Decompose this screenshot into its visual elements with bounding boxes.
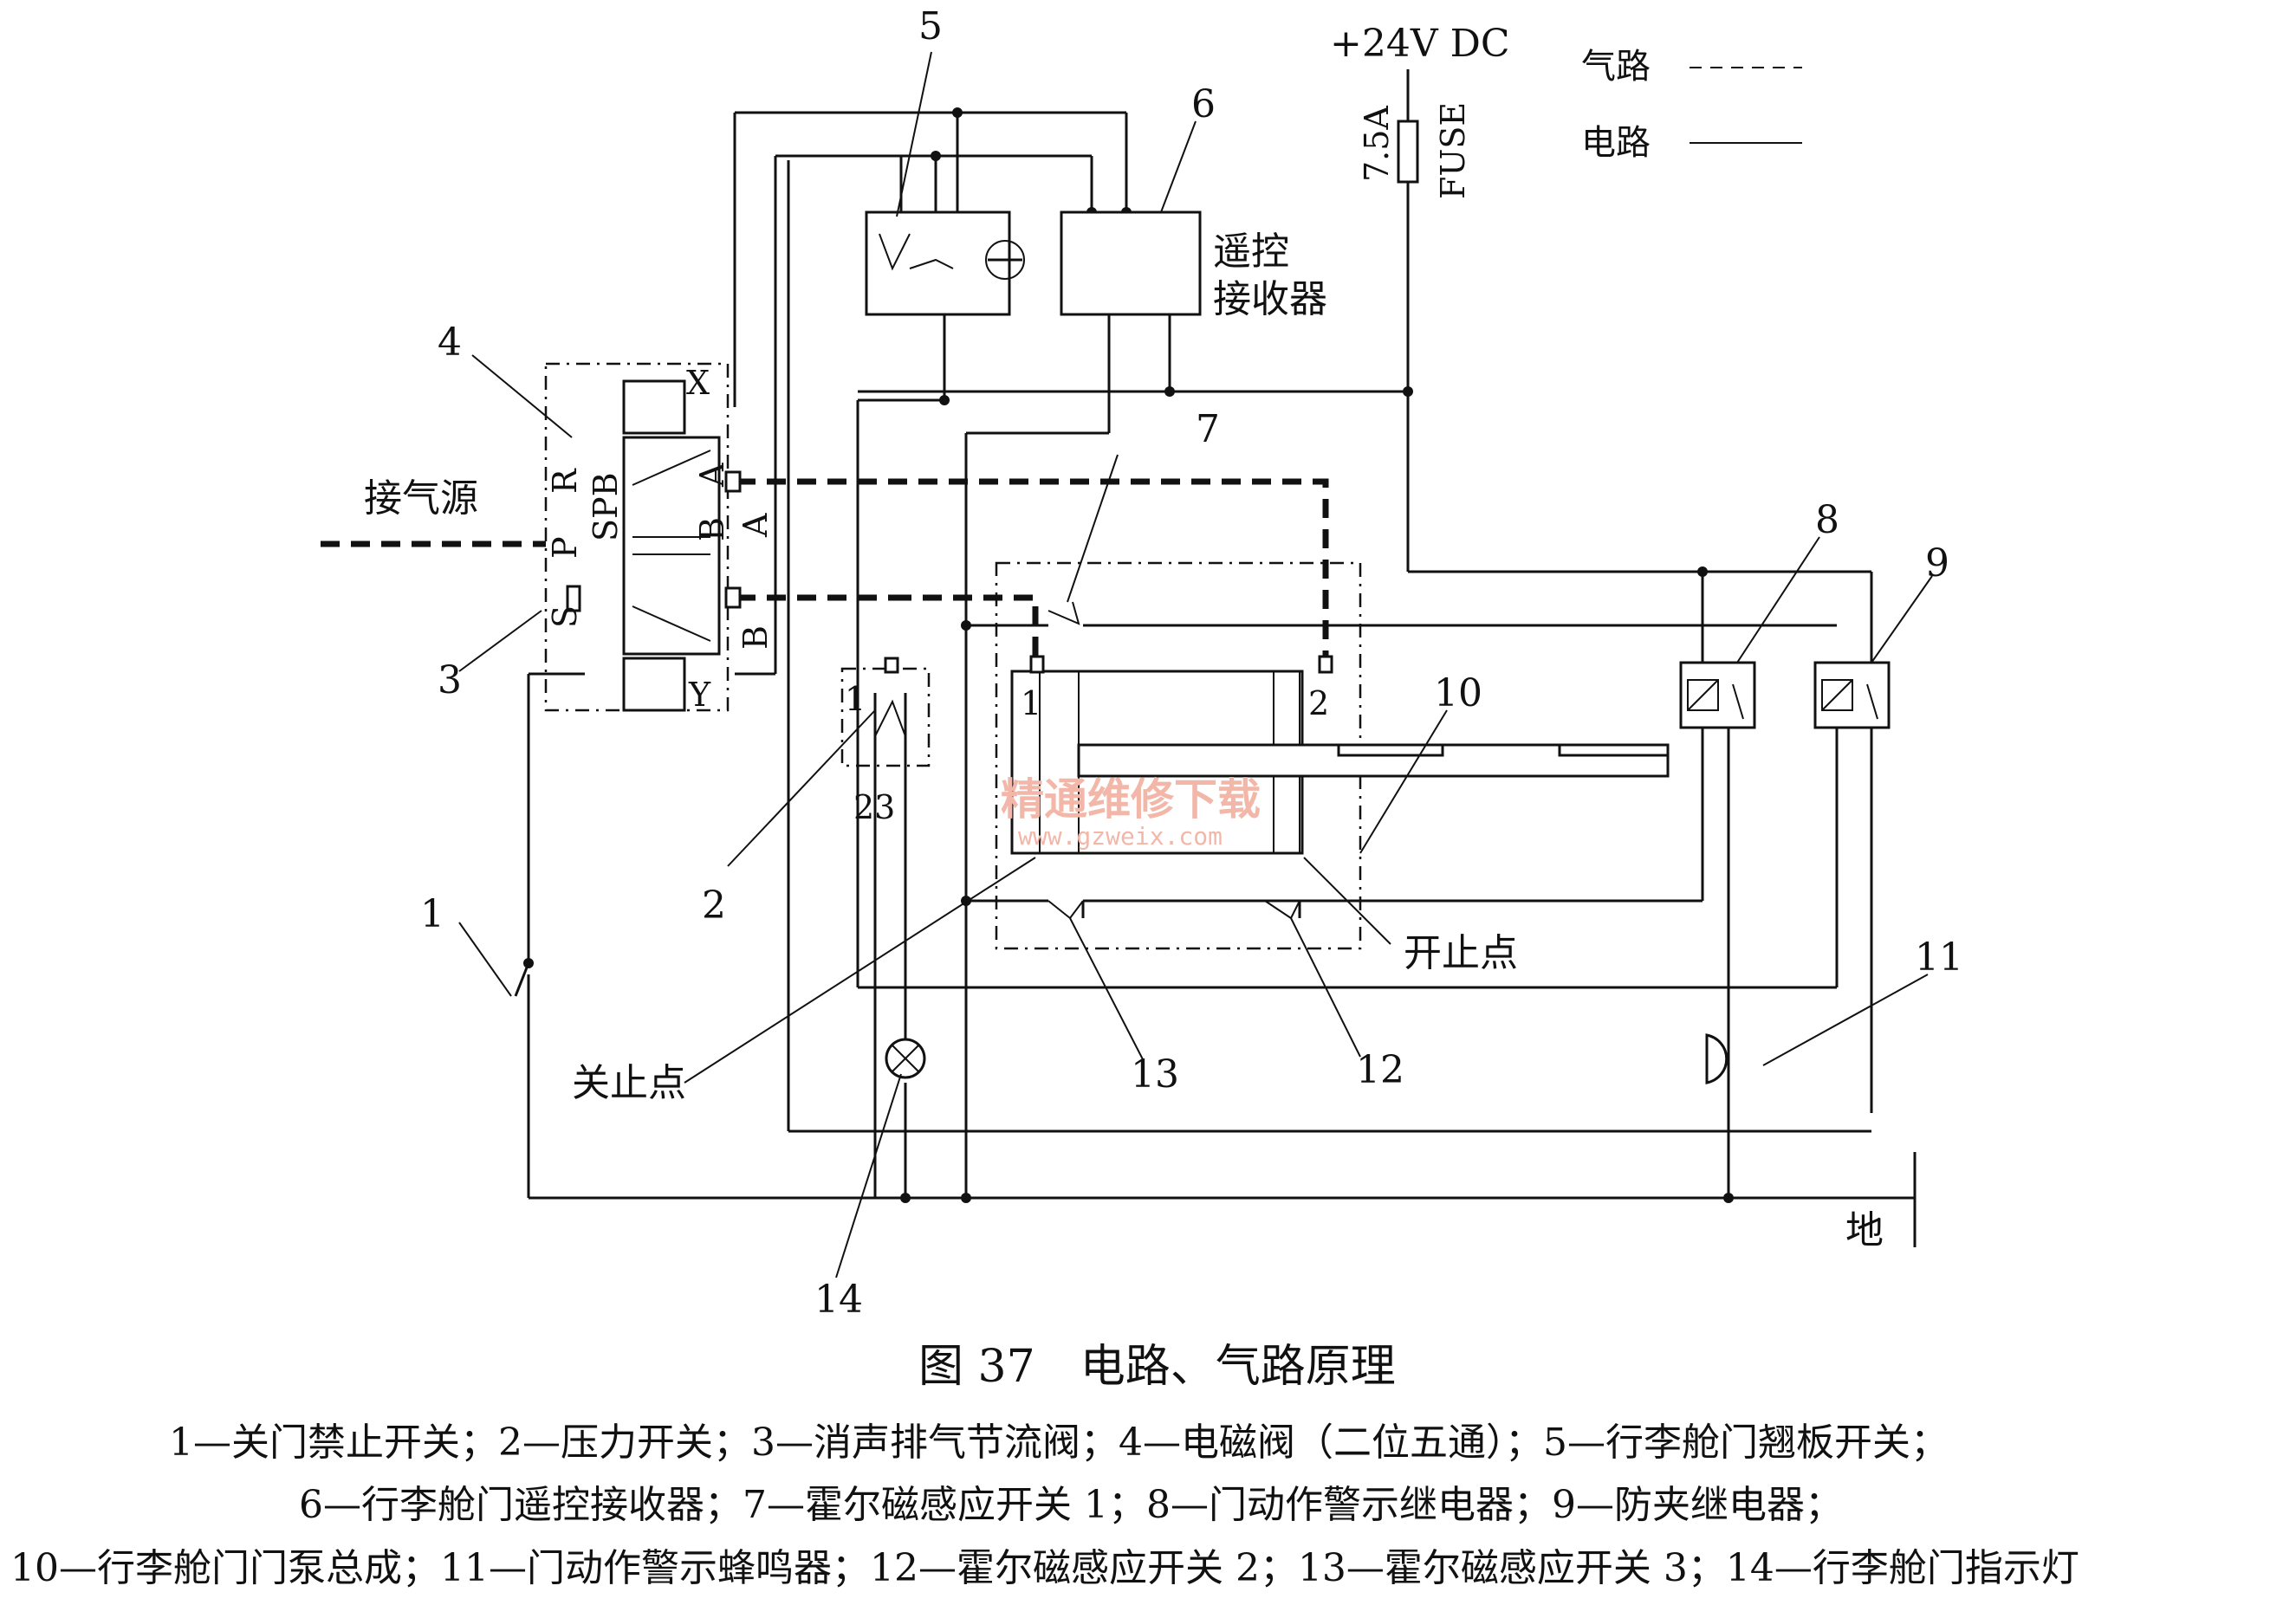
- callout-12: 12: [1356, 1048, 1404, 1092]
- watermark: 精通维修下载 www.gzweix.com: [1001, 773, 1261, 851]
- fuse-rating-label: 7.5A: [1358, 106, 1396, 182]
- valve-s-label: S: [546, 605, 584, 628]
- callout-10: 10: [1434, 671, 1482, 715]
- indicator-lamp-14: [885, 1038, 926, 1079]
- door-pump-cylinder-10: [995, 561, 1670, 950]
- remote-receiver-6: [1060, 210, 1202, 316]
- rocker-switch-5: [865, 210, 1025, 316]
- open-stop-label: 开止点: [1404, 931, 1518, 975]
- pressure-port-23-label: 23: [853, 788, 895, 826]
- port-a-outer-label: A: [736, 513, 775, 538]
- cyl-port-1-label: 1: [1021, 684, 1041, 722]
- figure-title: 图 37 电路、气路原理: [918, 1341, 1396, 1393]
- receiver-label-2: 接收器: [1213, 277, 1327, 321]
- valve-spb-label: SPB: [587, 472, 625, 541]
- buzzer-11: [1705, 1033, 1728, 1084]
- close-stop-label: 关止点: [572, 1061, 686, 1105]
- ground-label: 地: [1845, 1208, 1884, 1252]
- pressure-port-1-label: 1: [845, 680, 866, 718]
- port-b-inner-label: B: [693, 517, 731, 541]
- callout-8: 8: [1815, 498, 1839, 542]
- port-b-outer-label: B: [736, 625, 775, 650]
- legend-elec-label: 电路: [1581, 123, 1651, 163]
- valve-x-label: X: [686, 364, 710, 402]
- fuse: [1397, 120, 1419, 184]
- valve-y-label: Y: [688, 676, 711, 714]
- port-a-inner-label: A: [693, 463, 731, 488]
- fuse-label: FUSE: [1434, 102, 1472, 199]
- callout-7: 7: [1196, 407, 1220, 451]
- caption: 图 37 电路、气路原理 1—关门禁止开关；2—压力开关；3—消声排气节流阀；4…: [10, 1341, 2079, 1590]
- callout-4: 4: [438, 320, 462, 365]
- callout-11: 11: [1915, 935, 1963, 980]
- valve-r-label: R: [546, 468, 584, 494]
- relay-9: [1813, 661, 1891, 729]
- watermark-url: www.gzweix.com: [1018, 822, 1223, 851]
- callout-6: 6: [1191, 82, 1216, 126]
- callout-2: 2: [702, 883, 726, 928]
- callout-13: 13: [1131, 1052, 1179, 1097]
- callout-1: 1: [420, 892, 444, 936]
- callout-9: 9: [1925, 541, 1949, 586]
- solenoid-valve-4: [544, 362, 742, 712]
- cyl-port-2-label: 2: [1308, 684, 1329, 722]
- hall-switch-7: [1047, 601, 1080, 625]
- callout-3: 3: [438, 658, 462, 702]
- legend-air-label: 气路: [1581, 47, 1651, 87]
- power-label: +24V DC: [1330, 22, 1510, 66]
- air-source-label: 接气源: [364, 476, 478, 521]
- watermark-cn: 精通维修下载: [1001, 773, 1261, 825]
- callout-leaders: [458, 51, 1933, 1278]
- door-prohibit-switch-1: [514, 962, 530, 997]
- relay-8: [1679, 661, 1756, 729]
- pneumatic-lines: [321, 478, 1329, 658]
- pressure-switch-2: [840, 657, 931, 767]
- callout-numbers: 1 2 3 4 5 6 7 8 9 10 11 12 13 14: [420, 4, 1963, 1322]
- receiver-label-1: 遥控: [1213, 230, 1289, 274]
- labels: +24V DC 7.5A FUSE 气路 电路 遥控 接收器 接气源 地 关止点…: [364, 22, 1884, 1252]
- caption-line-2: 6—行李舱门遥控接收器；7—霍尔磁感应开关 1；8—门动作警示继电器；9—防夹继…: [299, 1483, 1843, 1527]
- valve-p-label: P: [546, 536, 584, 559]
- callout-14: 14: [814, 1278, 863, 1322]
- hall-switch-12: [1264, 900, 1300, 920]
- hall-switch-13: [1047, 900, 1084, 920]
- caption-line-1: 1—关门禁止开关；2—压力开关；3—消声排气节流阀；4—电磁阀（二位五通）；5—…: [169, 1421, 1949, 1465]
- callout-5: 5: [918, 4, 943, 49]
- caption-line-3: 10—行李舱门门泵总成；11—门动作警示蜂鸣器；12—霍尔磁感应开关 2；13—…: [10, 1546, 2079, 1590]
